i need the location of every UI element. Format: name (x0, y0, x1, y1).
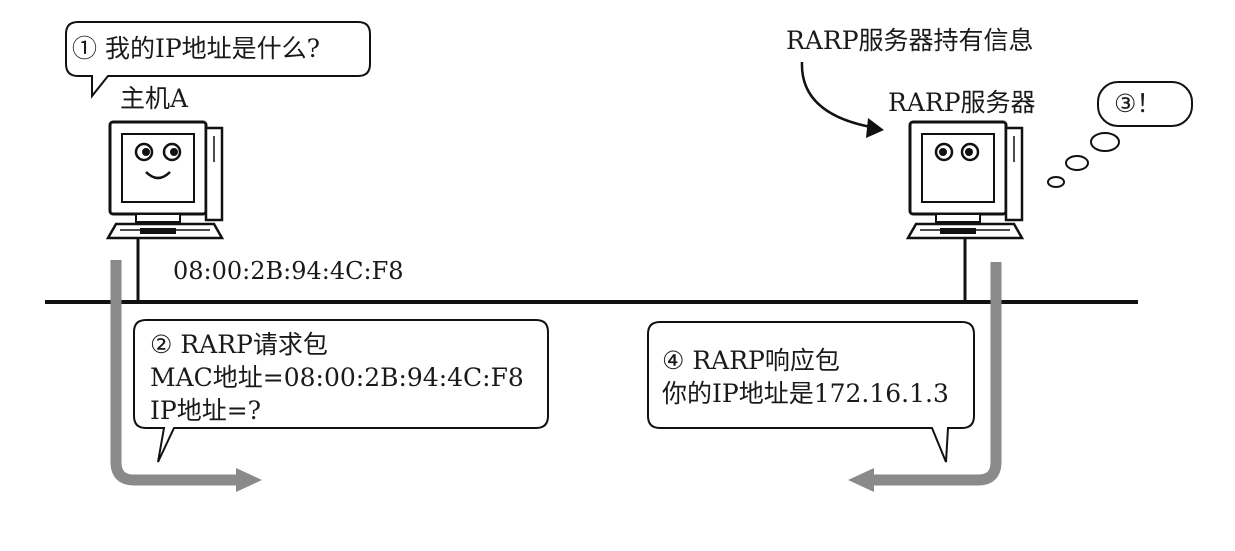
reply-title: ④ RARP响应包 (662, 346, 840, 375)
request-mac-line: MAC地址=08:00:2B:94:4C:F8 (150, 363, 524, 392)
host-a-question: ① 我的IP地址是什么? (72, 34, 321, 63)
request-flow-arrowhead (236, 468, 262, 492)
reply-flow-arrowhead (848, 468, 874, 492)
reply-packet-text: ④ RARP响应包 你的IP地址是172.16.1.3 (662, 344, 949, 410)
note-arrow (800, 61, 877, 130)
reply-packet-box (647, 321, 975, 463)
request-ip-line: IP地址=? (150, 396, 262, 425)
request-flow-arrow (110, 260, 238, 486)
host-a-label: 主机A (120, 84, 189, 113)
thought-dot-large (1090, 132, 1120, 152)
host-a-mac-address: 08:00:2B:94:4C:F8 (173, 257, 404, 285)
reply-flow-arrow (872, 262, 1002, 486)
request-title: ② RARP请求包 (150, 330, 328, 359)
request-packet-text: ② RARP请求包 MAC地址=08:00:2B:94:4C:F8 IP地址=? (150, 328, 524, 427)
thought-dot-small (1047, 176, 1065, 188)
request-packet-box (133, 319, 549, 463)
server-thought-text: ③！ (1114, 89, 1162, 118)
note-arrow-head (866, 118, 884, 138)
reply-ip-line: 你的IP地址是172.16.1.3 (662, 379, 949, 408)
server-note: RARP服务器持有信息 (786, 26, 1034, 55)
server-computer (906, 120, 1024, 240)
host-a-speech-bubble (65, 21, 371, 99)
server-label: RARP服务器 (888, 88, 1036, 117)
host-a-computer (106, 120, 224, 240)
thought-dot-medium (1065, 155, 1089, 171)
thought-bubble (1097, 81, 1193, 127)
